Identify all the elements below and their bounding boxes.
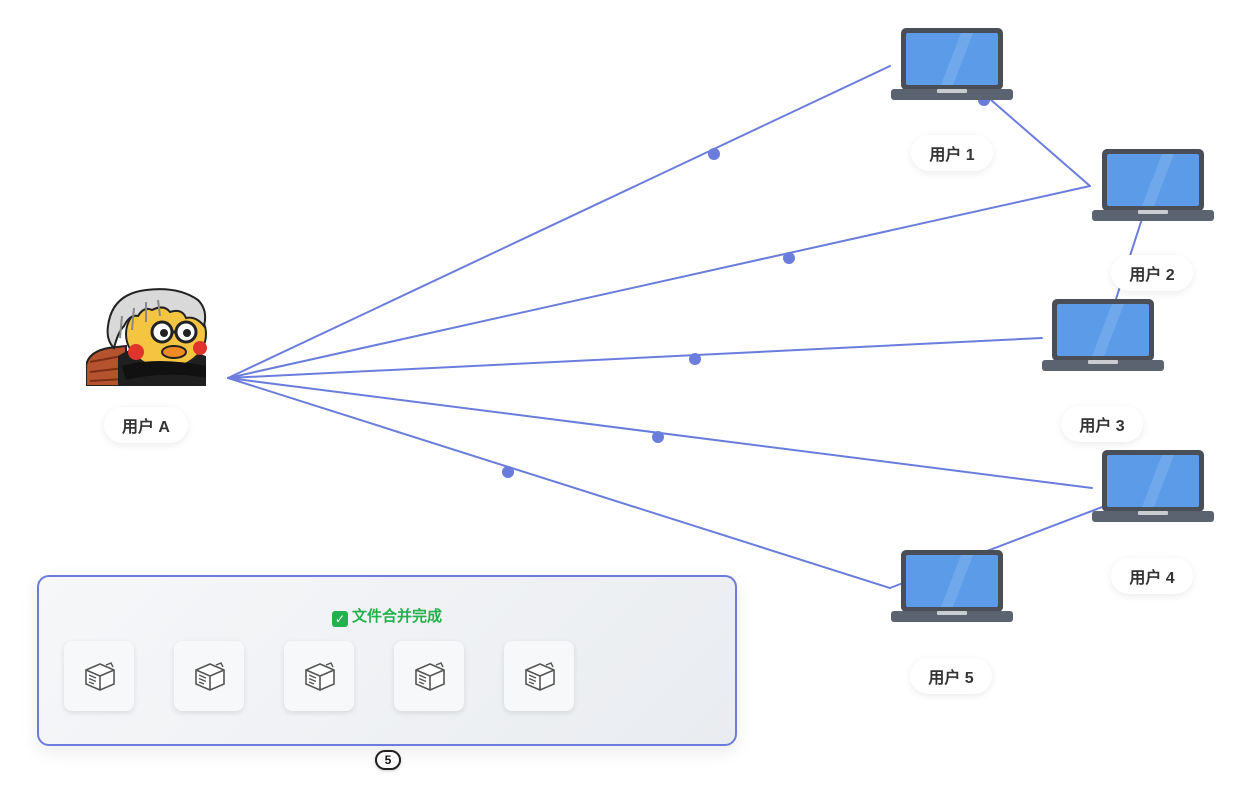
packet-dot bbox=[652, 431, 664, 443]
merge-status-text: 文件合并完成 bbox=[351, 608, 442, 625]
laptop-icon bbox=[891, 550, 1013, 626]
file-tile bbox=[64, 641, 134, 711]
check-icon: ✓ bbox=[331, 611, 348, 627]
laptop-icon bbox=[891, 28, 1013, 104]
document-box-icon bbox=[305, 662, 335, 691]
file-tile bbox=[504, 641, 574, 711]
user-2-label: 用户 2 bbox=[1111, 255, 1193, 291]
user-a-label: 用户 A bbox=[104, 407, 188, 443]
laptop-icon bbox=[1092, 450, 1214, 526]
file-tile bbox=[174, 641, 244, 711]
merge-status: ✓文件合并完成 bbox=[39, 605, 735, 627]
link-a-user5 bbox=[227, 377, 891, 589]
document-box-icon bbox=[415, 662, 445, 691]
document-box-icon bbox=[85, 662, 115, 691]
link-a-user3 bbox=[227, 337, 1043, 379]
file-tile bbox=[394, 641, 464, 711]
document-box-icon bbox=[195, 662, 225, 691]
user-3-label: 用户 3 bbox=[1061, 406, 1143, 442]
packet-dot bbox=[708, 148, 720, 160]
file-tile bbox=[284, 641, 354, 711]
user-4-label: 用户 4 bbox=[1111, 558, 1193, 594]
file-count-badge: 5 bbox=[375, 750, 401, 770]
file-merge-panel: ✓文件合并完成 bbox=[37, 575, 737, 746]
link-a-user2 bbox=[227, 185, 1091, 379]
user-1-label: 用户 1 bbox=[911, 135, 993, 171]
user-5-label: 用户 5 bbox=[910, 658, 992, 694]
laptop-icon bbox=[1042, 299, 1164, 375]
packet-dot bbox=[689, 353, 701, 365]
link-a-user1 bbox=[227, 65, 891, 379]
link-a-user4 bbox=[227, 377, 1093, 489]
document-box-icon bbox=[525, 662, 555, 691]
laptop-icon bbox=[1092, 149, 1214, 225]
packet-dot bbox=[502, 466, 514, 478]
packet-dot bbox=[783, 252, 795, 264]
user-a-avatar bbox=[85, 286, 208, 387]
